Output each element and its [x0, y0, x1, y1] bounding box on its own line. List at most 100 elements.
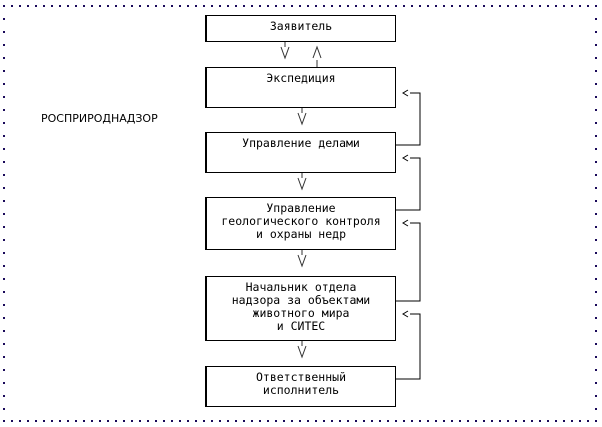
node-line: и охраны недр [255, 227, 346, 241]
frame-dot [27, 5, 29, 7]
frame-dot [51, 5, 53, 7]
frame-dot [595, 382, 597, 384]
frame-dot [3, 57, 5, 59]
frame-dot [267, 420, 269, 422]
frame-dot [595, 31, 597, 33]
node-line: Ответственный [255, 370, 346, 384]
frame-dot [395, 420, 397, 422]
frame-dot [595, 356, 597, 358]
frame-dot [139, 5, 141, 7]
frame-dot [355, 5, 357, 7]
frame-dot [275, 5, 277, 7]
arrow-down-affairs-geo [297, 173, 307, 191]
frame-dot [59, 420, 61, 422]
frame-dot [227, 420, 229, 422]
frame-dot [99, 420, 101, 422]
frame-dot [579, 5, 581, 7]
frame-dot [123, 420, 125, 422]
frame-dot [3, 265, 5, 267]
frame-dot [411, 420, 413, 422]
frame-dot [595, 122, 597, 124]
frame-dot [211, 420, 213, 422]
return-affairs-expedition [396, 89, 421, 146]
node-line: животного мира [252, 306, 350, 320]
frame-dot [259, 420, 261, 422]
frame-dot [515, 5, 517, 7]
frame-dot [267, 5, 269, 7]
frame-dot [235, 5, 237, 7]
node-applicant: Заявитель [205, 15, 396, 42]
frame-dot [259, 5, 261, 7]
frame-dot [3, 18, 5, 20]
frame-dot [595, 291, 597, 293]
frame-dot [483, 420, 485, 422]
frame-dot [3, 5, 5, 7]
frame-dot [291, 5, 293, 7]
frame-dot [339, 420, 341, 422]
return-geo-affairs [396, 154, 421, 211]
frame-dot [35, 5, 37, 7]
frame-dot [3, 252, 5, 254]
frame-dot [339, 5, 341, 7]
node-wildlife-head: Начальник отдела надзора за объектами жи… [205, 276, 396, 341]
frame-dot [403, 420, 405, 422]
frame-dot [123, 5, 125, 7]
frame-dot [67, 420, 69, 422]
frame-dot [3, 70, 5, 72]
return-executor-wildlife [396, 310, 421, 380]
frame-dot [595, 161, 597, 163]
arrow-down-expedition-affairs [297, 108, 307, 126]
frame-dot [595, 330, 597, 332]
frame-dot [531, 420, 533, 422]
node-executor: Ответственный исполнитель [205, 366, 396, 407]
frame-dot [131, 5, 133, 7]
frame-dot [523, 420, 525, 422]
frame-dot [595, 239, 597, 241]
frame-dot [3, 291, 5, 293]
frame-dot [459, 420, 461, 422]
frame-dot [507, 420, 509, 422]
node-line: Управление делами [242, 136, 360, 150]
frame-dot [595, 395, 597, 397]
frame-dot [155, 420, 157, 422]
frame-dot [227, 5, 229, 7]
frame-dot [595, 369, 597, 371]
frame-dot [203, 420, 205, 422]
frame-dot [555, 420, 557, 422]
frame-dot [451, 5, 453, 7]
frame-dot [283, 5, 285, 7]
frame-dot [323, 420, 325, 422]
frame-dot [595, 187, 597, 189]
frame-dot [35, 420, 37, 422]
frame-dot [171, 5, 173, 7]
frame-dot [387, 5, 389, 7]
frame-dot [595, 213, 597, 215]
frame-dot [3, 148, 5, 150]
arrow-down-wildlife-executor [297, 341, 307, 359]
node-expedition: Экспедиция [205, 67, 396, 108]
organization-label: РОСПРИРОДНАДЗОР [41, 112, 158, 125]
frame-dot [419, 5, 421, 7]
frame-dot [475, 420, 477, 422]
frame-dot [435, 420, 437, 422]
frame-dot [83, 420, 85, 422]
frame-dot [291, 420, 293, 422]
frame-dot [67, 5, 69, 7]
frame-dot [179, 420, 181, 422]
frame-dot [595, 200, 597, 202]
frame-dot [115, 420, 117, 422]
frame-dot [219, 5, 221, 7]
frame-dot [595, 57, 597, 59]
frame-dot [139, 420, 141, 422]
frame-dot [3, 304, 5, 306]
node-line: надзора за объектами [231, 293, 371, 307]
frame-dot [443, 5, 445, 7]
frame-dot [3, 161, 5, 163]
frame-dot [555, 5, 557, 7]
frame-dot [595, 317, 597, 319]
frame-dot [595, 5, 597, 7]
frame-dot [499, 420, 501, 422]
frame-dot [587, 420, 589, 422]
frame-dot [547, 420, 549, 422]
frame-dot [115, 5, 117, 7]
